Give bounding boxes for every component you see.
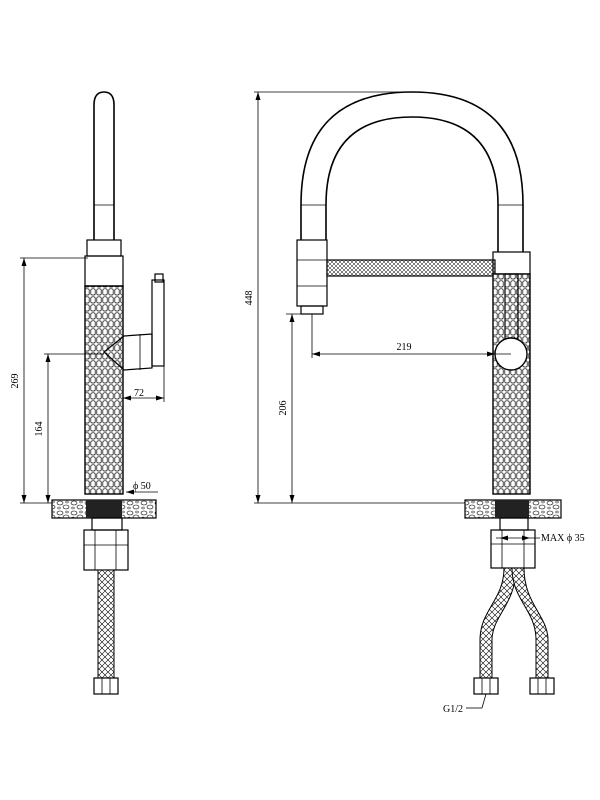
side-collar: [86, 239, 122, 257]
side-dim-phi50: ϕ 50: [133, 481, 151, 492]
side-view: 269 164 72 ϕ 50: [10, 91, 165, 695]
front-spout-arch: [300, 91, 524, 252]
front-view: 448 206 219 MAX ϕ 35 G1/2: [244, 91, 585, 715]
front-supply-hose-right: [511, 567, 549, 679]
front-dim-max-phi35: MAX ϕ 35: [541, 533, 585, 544]
side-mounting-nut: [83, 529, 129, 571]
front-dim-219: 219: [397, 342, 412, 353]
front-spray-head: [296, 239, 328, 307]
front-dim-206: 206: [278, 401, 289, 416]
side-dim-164: 164: [34, 422, 45, 437]
front-supply-hose-left: [479, 567, 517, 679]
front-knurled-body: [492, 273, 531, 495]
side-supply-hose: [97, 569, 115, 679]
side-dim-269: 269: [10, 374, 21, 389]
side-knurled-body: [84, 285, 124, 495]
side-spout-tube: [93, 91, 115, 240]
front-knurled-bar: [326, 259, 496, 277]
front-mounting-nut: [490, 529, 536, 569]
side-dim-72: 72: [134, 388, 144, 399]
front-dim-448: 448: [244, 291, 255, 306]
front-dim-g12: G1/2: [443, 704, 463, 715]
